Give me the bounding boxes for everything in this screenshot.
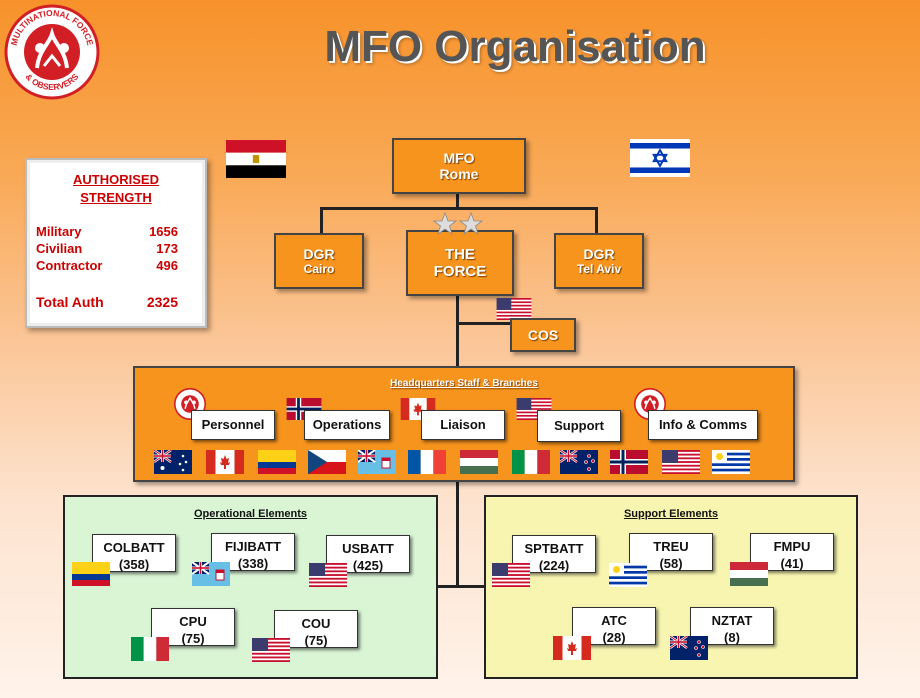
hungary-flag-icon	[730, 562, 768, 586]
unit-name: NZTAT	[711, 613, 753, 628]
norway-flag-icon	[610, 450, 648, 474]
dgr-cairo-label: DGR	[303, 246, 335, 262]
unit-count: (338)	[237, 556, 269, 571]
unit-name: FIJIBATT	[224, 539, 282, 554]
fiji-flag-icon	[358, 450, 396, 474]
mfo-rome-box[interactable]: MFO Rome	[392, 138, 526, 194]
dgr-tel-aviv-location: Tel Aviv	[576, 262, 622, 276]
unit-count: (425)	[352, 558, 384, 573]
two-star-rank-icon	[433, 212, 484, 236]
the-force-box[interactable]: THE FORCE	[406, 230, 514, 296]
italy-flag-icon	[131, 637, 169, 661]
fiji-flag-icon	[192, 562, 230, 586]
new-zealand-flag-icon	[560, 450, 598, 474]
france-flag-icon	[408, 450, 446, 474]
mfo-logo: MULTINATIONAL FORCE & OBSERVERS	[4, 4, 100, 100]
operational-title: Operational Elements	[193, 508, 308, 520]
unit-count: (75)	[304, 633, 328, 648]
unit-name: CPU	[179, 614, 207, 629]
connector-line	[456, 478, 459, 588]
unit-treu[interactable]: TREU (58)	[629, 533, 713, 571]
egypt-flag-icon	[226, 138, 286, 180]
australia-flag-icon	[154, 450, 192, 474]
branch-info-comms[interactable]: Info & Comms	[648, 410, 758, 440]
dgr-cairo-box[interactable]: DGR Cairo	[274, 233, 364, 289]
israel-flag-icon	[630, 137, 690, 179]
us-flag-icon	[309, 563, 347, 587]
mfo-label: MFO	[443, 150, 475, 166]
dgr-tel-aviv-box[interactable]: DGR Tel Aviv	[554, 233, 644, 289]
connector-line	[456, 322, 511, 325]
connector-line	[320, 207, 323, 234]
us-flag-icon	[662, 450, 700, 474]
unit-count: (75)	[181, 631, 205, 646]
cos-box[interactable]: COS	[510, 318, 576, 352]
unit-name: ATC	[601, 613, 627, 628]
mfo-location: Rome	[439, 166, 479, 182]
unit-name: SPTBATT	[524, 541, 584, 556]
us-flag-icon	[492, 563, 530, 587]
czech-flag-icon	[308, 450, 346, 474]
cos-label: COS	[527, 327, 559, 343]
unit-count: (358)	[118, 557, 150, 572]
unit-name: COLBATT	[103, 540, 165, 555]
connector-line	[456, 190, 459, 208]
hungary-flag-icon	[460, 450, 498, 474]
connector-line	[595, 207, 598, 234]
unit-name: USBATT	[342, 541, 394, 556]
branch-support[interactable]: Support	[537, 410, 621, 442]
colombia-flag-icon	[72, 562, 110, 586]
branch-liaison[interactable]: Liaison	[421, 410, 505, 440]
unit-name: FMPU	[773, 539, 811, 554]
dgr-cairo-location: Cairo	[303, 262, 335, 276]
unit-count: (224)	[538, 558, 570, 573]
colombia-flag-icon	[258, 450, 296, 474]
page-title: MFO Organisation	[324, 22, 706, 71]
unit-count: (8)	[724, 630, 740, 645]
us-flag-icon	[252, 638, 290, 662]
unit-nztat[interactable]: NZTAT (8)	[690, 607, 774, 645]
unit-count: (41)	[780, 556, 804, 571]
branch-personnel[interactable]: Personnel	[191, 410, 275, 440]
uruguay-flag-icon	[609, 563, 647, 587]
branch-operations[interactable]: Operations	[304, 410, 390, 440]
uruguay-flag-icon	[712, 450, 750, 474]
operational-elements-panel: Operational Elements	[63, 495, 438, 679]
unit-count: (28)	[602, 630, 626, 645]
unit-cpu[interactable]: CPU (75)	[151, 608, 235, 646]
italy-flag-icon	[512, 450, 550, 474]
force-line2: FORCE	[433, 263, 487, 280]
unit-name: TREU	[653, 539, 689, 554]
canada-flag-icon	[206, 450, 244, 474]
unit-count: (58)	[659, 556, 683, 571]
force-line1: THE	[445, 246, 475, 263]
dgr-tel-aviv-label: DGR	[583, 246, 615, 262]
strength-heading-2: STRENGTH	[80, 190, 152, 205]
strength-heading-1: AUTHORISED	[73, 172, 159, 187]
support-title: Support Elements	[623, 508, 719, 520]
connector-line	[436, 585, 486, 588]
connector-line	[456, 292, 459, 368]
us-flag-icon	[496, 298, 532, 320]
canada-flag-icon	[553, 636, 591, 660]
connector-line	[320, 207, 598, 210]
new-zealand-flag-icon	[670, 636, 708, 660]
hq-title: Headquarters Staff & Branches	[390, 378, 538, 389]
unit-name: COU	[301, 616, 331, 631]
